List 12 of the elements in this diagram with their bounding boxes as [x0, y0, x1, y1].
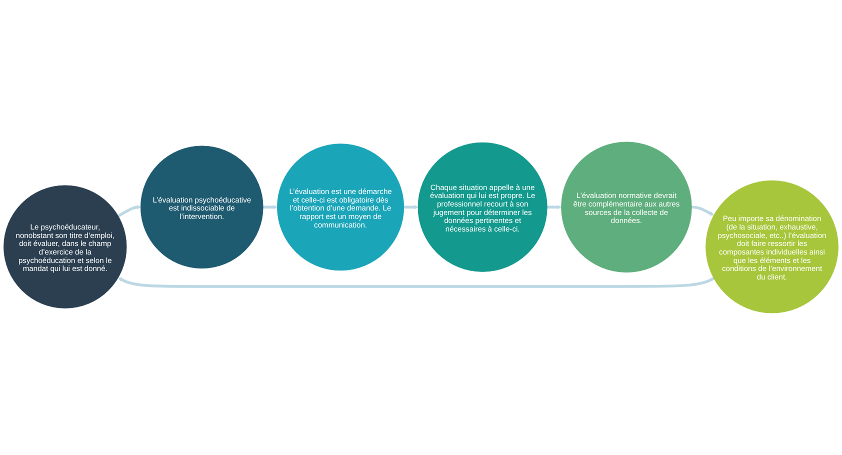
node-circle: Peu importe sa dénomination (de la situation, exhaustive, psychosociale, etc..) l’évaluation doit faire ressortir les composantes individuelles ainsi que les éléments et les conditions de l’environnement du client.: [706, 180, 838, 314]
arrow: [546, 205, 562, 210]
node-circle: Le psychoéducateur, nonobstant son titre d’emploi, doit évaluer, dans le champ d’exercice de la psychoéducation et selon le mandat qui lui est donné.: [4, 185, 127, 308]
node-circle: L’évaluation est une démarche et celle-ci est obligatoire dès l’obtention d’une demande. Le rapport est un moyen de communication.: [277, 144, 404, 271]
arrow: [404, 205, 418, 210]
node-circle: L’évaluation normative devrait être complémentaire aux autres sources de la collecte de données.: [561, 142, 692, 273]
arrow: [118, 205, 141, 218]
arrow: [262, 205, 278, 210]
arrow: [118, 277, 714, 288]
arrow: [691, 206, 714, 216]
node-circle: L’évaluation psychoéducative est indissociable de l’intervention.: [140, 146, 264, 269]
node-circle: Chaque situation appelle à une évaluation qui lui est propre. Le professionnel recourt à son jugement pour déterminer les données pertinentes et nécessaires à celle-ci.: [418, 142, 548, 272]
